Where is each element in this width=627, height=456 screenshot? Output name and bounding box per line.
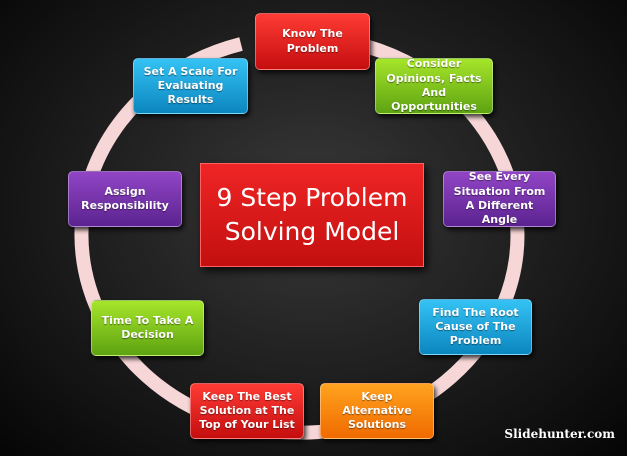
step-know-the-problem: Know The Problem bbox=[255, 13, 370, 70]
step-assign-responsibility: Assign Responsibility bbox=[68, 171, 182, 227]
step-keep-alternative-solutions: Keep Alternative Solutions bbox=[320, 383, 434, 439]
step-find-root-cause: Find The Root Cause of The Problem bbox=[419, 299, 532, 355]
title-line-1: 9 Step Problem bbox=[216, 183, 408, 213]
center-title-box: 9 Step Problem Solving Model bbox=[200, 163, 424, 267]
step-see-every-situation: See Every Situation From A Different Ang… bbox=[443, 170, 556, 227]
watermark-text: Slidehunter.com bbox=[504, 427, 615, 441]
step-consider-opinions: Consider Opinions, Facts And Opportuniti… bbox=[375, 57, 493, 114]
step-time-to-take-decision: Time To Take A Decision bbox=[91, 300, 204, 356]
step-set-a-scale: Set A Scale For Evaluating Results bbox=[133, 58, 248, 114]
title-line-2: Solving Model bbox=[224, 217, 400, 246]
step-keep-best-solution: Keep The Best Solution at The Top of You… bbox=[190, 383, 304, 439]
